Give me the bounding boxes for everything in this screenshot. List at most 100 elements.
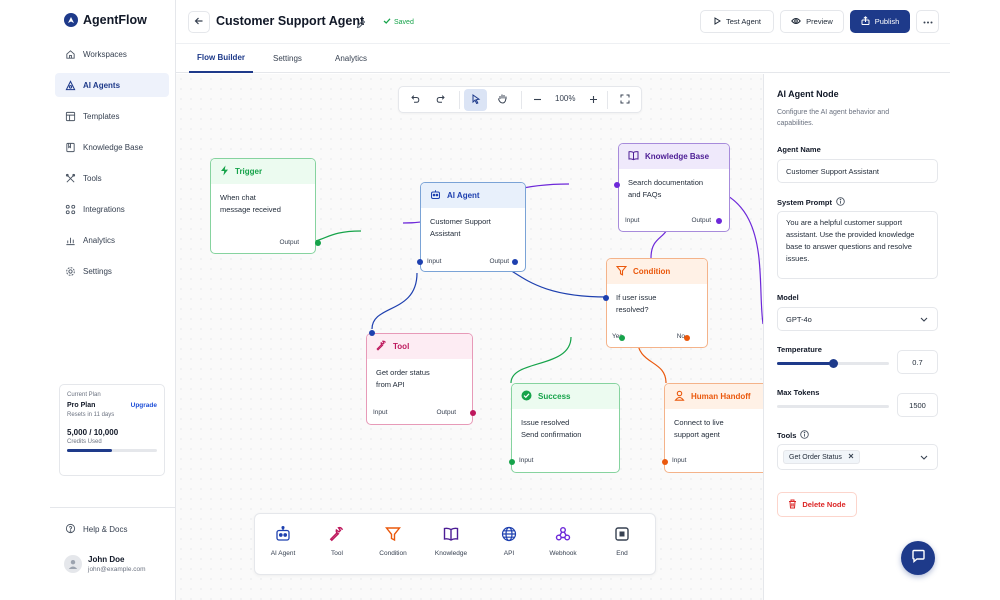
port-label: Input (672, 457, 687, 464)
temperature-slider[interactable] (777, 359, 889, 368)
node-knowledge-base[interactable]: Knowledge Base Search documentation and … (614, 143, 730, 232)
chat-support-button[interactable] (901, 541, 935, 575)
tab-analytics[interactable]: Analytics (335, 54, 368, 63)
preview-button[interactable]: Preview (780, 10, 844, 33)
delete-node-button[interactable]: Delete Node (777, 492, 857, 517)
output-port[interactable] (470, 410, 476, 416)
node-success[interactable]: Success Issue resolved Send confirmation… (509, 383, 620, 473)
sidebar-item-integrations[interactable]: Integrations (55, 197, 169, 221)
sidebar-item-templates[interactable]: Templates (55, 104, 169, 128)
palette-item-end[interactable]: End (595, 526, 649, 557)
preview-label: Preview (806, 17, 833, 26)
max-tokens-slider[interactable] (777, 405, 889, 408)
node-tool[interactable]: Tool Get order status from API Input Out… (366, 330, 476, 425)
yes-output-port[interactable] (619, 335, 625, 341)
node-text-line: Connect to live (674, 418, 724, 427)
input-port[interactable] (509, 459, 515, 465)
robot-icon (275, 526, 291, 544)
test-agent-button[interactable]: Test Agent (700, 10, 774, 33)
palette-item-knowledge[interactable]: Knowledge (424, 526, 478, 557)
edge-agent-tool[interactable] (371, 272, 418, 330)
zoom-in-button[interactable] (583, 89, 603, 111)
palette-item-tool[interactable]: Tool (310, 526, 364, 557)
sidebar-item-tools[interactable]: Tools (55, 166, 169, 190)
output-port[interactable] (716, 218, 722, 224)
node-text-line: Issue resolved (521, 418, 570, 427)
credits-progress-bar (67, 449, 157, 452)
label-text: Model (777, 293, 799, 302)
pan-tool-button[interactable] (491, 89, 514, 111)
node-properties-panel: AI Agent Node Configure the AI agent beh… (763, 74, 950, 600)
play-icon (713, 16, 721, 27)
select-tool-button[interactable] (464, 89, 487, 111)
minus-icon (533, 91, 542, 109)
temperature-input[interactable]: 0.7 (897, 350, 938, 374)
close-icon[interactable] (848, 453, 854, 461)
slider-fill (777, 362, 833, 365)
redo-icon (436, 91, 446, 109)
agentflow-logo-icon (64, 13, 78, 27)
input-port[interactable] (662, 459, 668, 465)
credits-progress-fill (67, 449, 112, 452)
edge-condition-success[interactable] (510, 336, 572, 384)
brand[interactable]: AgentFlow (64, 13, 147, 27)
label-text: Max Tokens (777, 388, 820, 397)
zoom-out-button[interactable] (527, 89, 547, 111)
flow-canvas[interactable]: 100% Trigger When chat message received … (176, 74, 772, 600)
back-button[interactable] (188, 11, 210, 33)
redo-button[interactable] (430, 89, 452, 111)
input-port[interactable] (603, 295, 609, 301)
agent-name-field[interactable]: Customer Support Assistant (777, 159, 938, 183)
more-options-button[interactable] (916, 10, 939, 33)
node-header: Knowledge Base (619, 144, 729, 169)
node-ai-agent[interactable]: AI Agent Customer Support Assistant Inpu… (417, 182, 526, 272)
tab-flow-builder[interactable]: Flow Builder (189, 44, 253, 73)
slider-handle[interactable] (829, 359, 838, 368)
sidebar-item-workspaces[interactable]: Workspaces (55, 42, 169, 66)
output-port[interactable] (512, 259, 518, 265)
sidebar-item-analytics[interactable]: Analytics (55, 228, 169, 252)
app-window: AgentFlow Workspaces AI Agents Templates… (50, 0, 950, 600)
sidebar-item-ai-agents[interactable]: AI Agents (55, 73, 169, 97)
node-human-handoff[interactable]: Human Handoff Connect to live support ag… (662, 383, 772, 473)
model-select[interactable]: GPT-4o (777, 307, 938, 331)
fit-view-button[interactable] (613, 89, 637, 111)
header: Customer Support Agent Saved Test Agent … (176, 0, 950, 44)
info-icon[interactable] (800, 430, 810, 441)
sidebar-item-knowledge-base[interactable]: Knowledge Base (55, 135, 169, 159)
help-docs-link[interactable]: Help & Docs (65, 523, 127, 536)
no-output-port[interactable] (684, 335, 690, 341)
node-condition[interactable]: Condition If user issue resolved? Yes No (603, 258, 708, 348)
node-title: AI Agent (447, 191, 480, 200)
tools-multiselect[interactable]: Get Order Status (777, 444, 938, 470)
plan-resets: Resets in 11 days (67, 412, 115, 418)
port-label: Input (625, 217, 640, 224)
upgrade-link[interactable]: Upgrade (130, 402, 157, 409)
palette-item-ai-agent[interactable]: AI Agent (256, 526, 310, 557)
tab-settings[interactable]: Settings (273, 54, 302, 63)
max-tokens-input[interactable]: 1500 (897, 393, 938, 417)
webhook-icon (555, 526, 571, 544)
credits-label: Credits Used (67, 439, 102, 445)
palette-item-condition[interactable]: Condition (366, 526, 420, 557)
max-tokens-label: Max Tokens (777, 388, 819, 397)
node-trigger[interactable]: Trigger When chat message received Outpu… (210, 158, 321, 254)
port-label: Input (519, 457, 534, 464)
palette-item-api[interactable]: API (482, 526, 536, 557)
chevron-down-icon (920, 315, 928, 324)
output-port[interactable] (315, 240, 321, 246)
toolbar-divider (521, 91, 522, 109)
publish-button[interactable]: Publish (850, 10, 910, 33)
user-profile[interactable]: John Doe john@example.com (64, 555, 146, 573)
input-port[interactable] (417, 259, 423, 265)
input-port[interactable] (369, 330, 375, 336)
sidebar-item-settings[interactable]: Settings (55, 259, 169, 283)
input-port[interactable] (614, 182, 620, 188)
info-icon[interactable] (836, 197, 845, 208)
node-title: Success (538, 392, 571, 401)
palette-item-webhook[interactable]: Webhook (536, 526, 590, 557)
system-prompt-textarea[interactable]: You are a helpful customer support assis… (777, 211, 938, 279)
undo-button[interactable] (404, 89, 426, 111)
palette-label: Webhook (549, 550, 577, 557)
edit-title-icon[interactable] (356, 16, 366, 34)
